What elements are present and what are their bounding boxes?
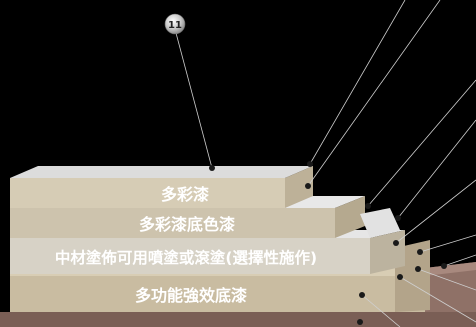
- substrate-layer: [0, 262, 476, 327]
- callout-line: [175, 32, 213, 169]
- layer-1-block: [10, 166, 313, 208]
- layer-3-label: 中材塗佈可用噴塗或滾塗(選擇性施作): [55, 248, 317, 267]
- callout-badge: 11: [164, 13, 186, 35]
- callout-number: 11: [168, 20, 182, 31]
- leader-lines: [307, 0, 476, 327]
- layer-4-label: 多功能強效底漆: [135, 286, 247, 305]
- leader-dots: [209, 161, 447, 325]
- layer-2-label: 多彩漆底色漆: [139, 215, 235, 234]
- layer-1-label: 多彩漆: [161, 185, 209, 204]
